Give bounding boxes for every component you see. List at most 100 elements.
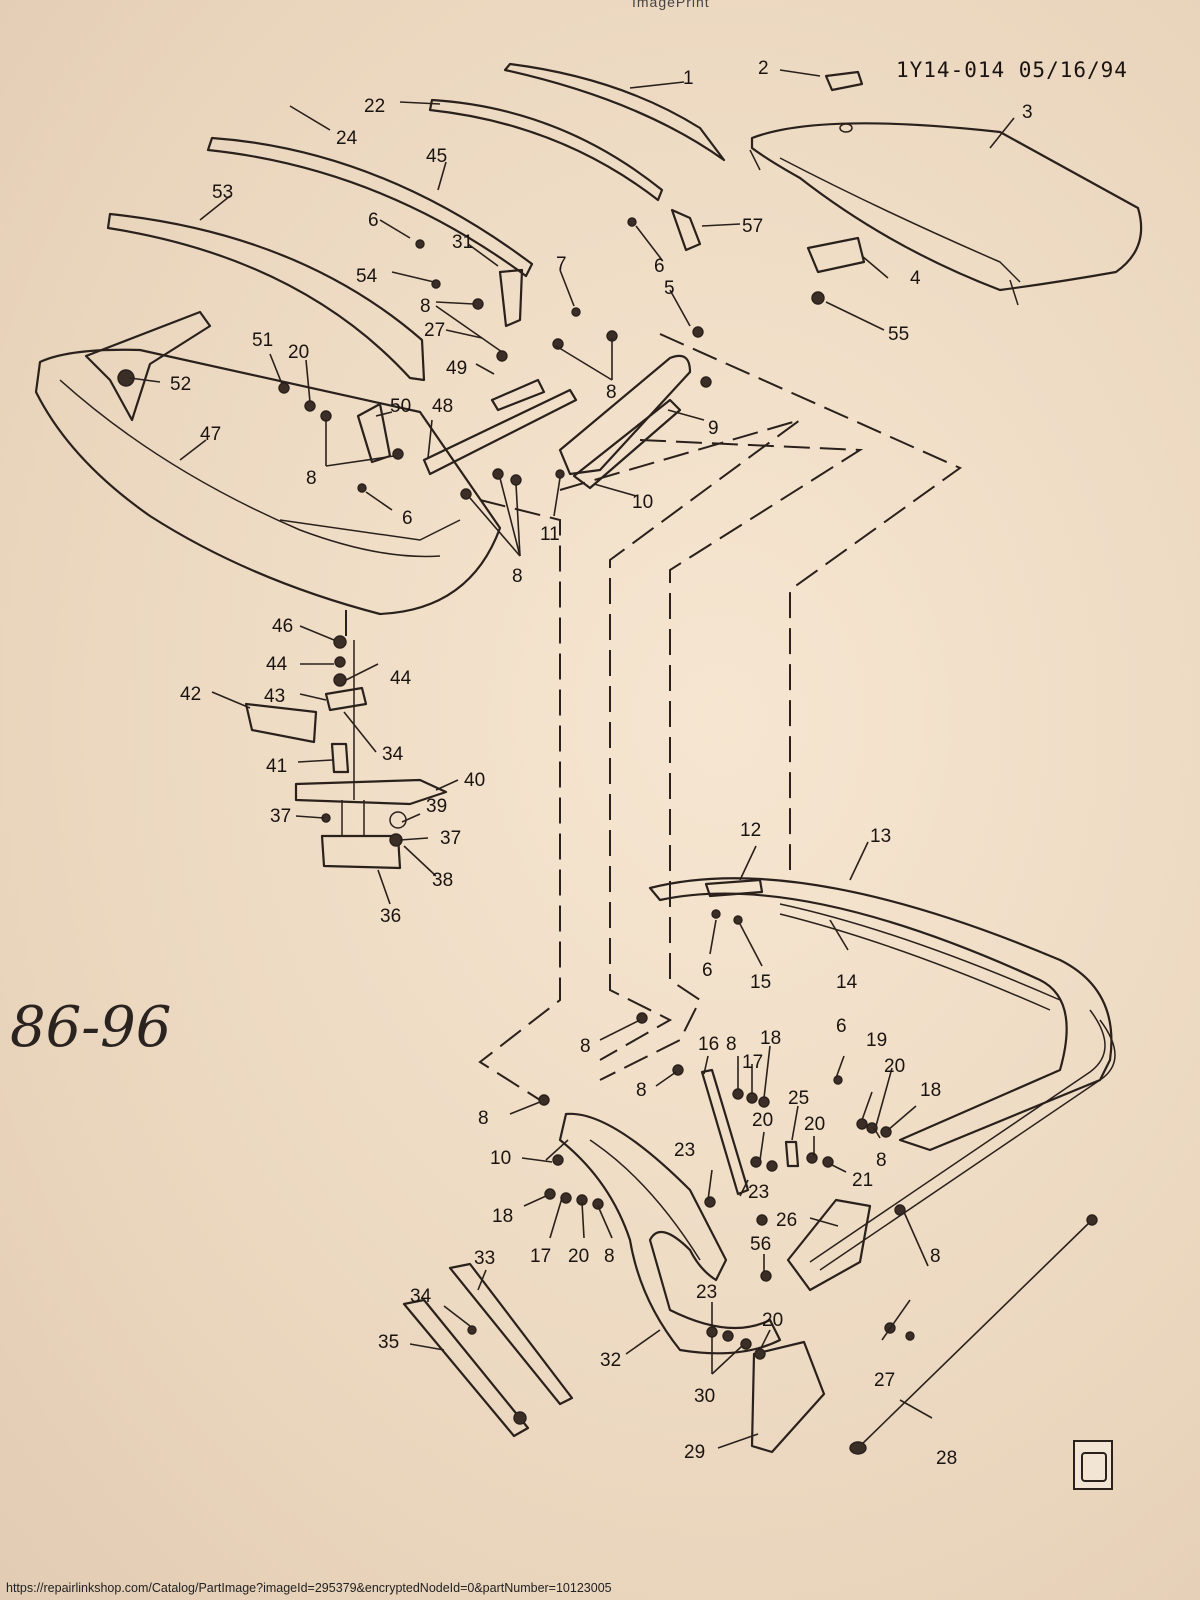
part-46-nut bbox=[333, 635, 347, 649]
callout-8f: 8 bbox=[636, 1080, 647, 1101]
part-35-strip bbox=[402, 1298, 530, 1438]
callout-39: 39 bbox=[426, 796, 447, 817]
callout-8c: 8 bbox=[306, 468, 317, 489]
callout-10: 10 bbox=[632, 492, 653, 513]
callout-37: 37 bbox=[270, 806, 291, 827]
callout-33: 33 bbox=[474, 1248, 495, 1269]
part-14-seal bbox=[779, 903, 1061, 1001]
callout-52: 52 bbox=[170, 374, 191, 395]
callout-8h: 8 bbox=[726, 1034, 737, 1055]
part-4-bracket bbox=[806, 236, 866, 274]
callout-38: 38 bbox=[432, 870, 453, 891]
part-32-rail bbox=[558, 1112, 782, 1355]
callout-7: 7 bbox=[556, 254, 567, 275]
callout-13: 13 bbox=[870, 826, 891, 847]
part-13-bow bbox=[648, 877, 1113, 1152]
part-47-panel bbox=[34, 348, 502, 616]
callout-8b: 8 bbox=[606, 382, 617, 403]
callout-34b: 34 bbox=[410, 1286, 432, 1307]
callout-8j: 8 bbox=[876, 1150, 887, 1171]
leader-lines bbox=[129, 69, 1015, 1449]
callout-56: 56 bbox=[750, 1234, 771, 1255]
footer-url: https://repairlinkshop.com/Catalog/PartI… bbox=[6, 1581, 612, 1595]
callout-55: 55 bbox=[888, 324, 909, 345]
callout-15: 15 bbox=[750, 972, 771, 993]
callout-4: 4 bbox=[910, 268, 921, 289]
part-42-plate bbox=[244, 702, 318, 744]
part-53-rail bbox=[106, 212, 426, 382]
callout-9: 9 bbox=[708, 418, 719, 439]
callout-18b: 18 bbox=[920, 1080, 941, 1101]
callout-18c: 18 bbox=[492, 1206, 513, 1227]
callout-43: 43 bbox=[264, 686, 285, 707]
callout-48: 48 bbox=[432, 396, 453, 417]
callout-2: 2 bbox=[758, 58, 769, 79]
part-31-bracket bbox=[498, 268, 524, 328]
callout-49: 49 bbox=[446, 358, 467, 379]
callout-17b: 17 bbox=[530, 1246, 551, 1267]
callout-45: 45 bbox=[426, 146, 447, 167]
part-29-bracket bbox=[750, 1340, 826, 1454]
handwritten-year-note: 86-96 bbox=[10, 995, 172, 1060]
callout-8d: 8 bbox=[512, 566, 523, 587]
callout-32: 32 bbox=[600, 1350, 621, 1371]
callout-23b: 23 bbox=[748, 1182, 769, 1203]
callout-23: 23 bbox=[674, 1140, 695, 1161]
callout-36: 36 bbox=[380, 906, 401, 927]
callout-6d: 6 bbox=[702, 960, 713, 981]
callout-labels: 1 2 3 4 5 6 6 6 6 6 7 8 8 8 8 8 8 8 8 8 … bbox=[170, 58, 1033, 1469]
callout-44: 44 bbox=[266, 654, 288, 675]
part-43-washer bbox=[324, 686, 368, 712]
callout-6c: 6 bbox=[402, 508, 413, 529]
callout-21: 21 bbox=[852, 1170, 873, 1191]
callout-47: 47 bbox=[200, 424, 221, 445]
part-26-bracket bbox=[786, 1198, 872, 1292]
part-41-stud bbox=[330, 742, 350, 774]
callout-37b: 37 bbox=[440, 828, 461, 849]
diagram-id: 1Y14-014 05/16/94 bbox=[896, 58, 1128, 82]
callout-53: 53 bbox=[212, 182, 233, 203]
callout-1: 1 bbox=[683, 68, 694, 89]
callout-5: 5 bbox=[664, 278, 675, 299]
part-57-pin bbox=[670, 208, 702, 252]
part-25-pin bbox=[784, 1140, 800, 1168]
callout-20d: 20 bbox=[804, 1114, 825, 1135]
callout-27b: 27 bbox=[874, 1370, 895, 1391]
callout-26: 26 bbox=[776, 1210, 797, 1231]
part-1-rail bbox=[503, 62, 726, 162]
callout-6e: 6 bbox=[836, 1016, 847, 1037]
callout-30: 30 bbox=[694, 1386, 715, 1407]
callout-8g: 8 bbox=[478, 1108, 489, 1129]
callout-20e: 20 bbox=[568, 1246, 589, 1267]
callout-8k: 8 bbox=[930, 1246, 941, 1267]
callout-10b: 10 bbox=[490, 1148, 511, 1169]
callout-46: 46 bbox=[272, 616, 293, 637]
callout-20b: 20 bbox=[884, 1056, 905, 1077]
callout-3: 3 bbox=[1022, 102, 1033, 123]
callout-42: 42 bbox=[180, 684, 201, 705]
callout-20f: 20 bbox=[762, 1310, 783, 1331]
callout-29: 29 bbox=[684, 1442, 705, 1463]
callout-6: 6 bbox=[368, 210, 379, 231]
part-28-rod bbox=[857, 1219, 1093, 1449]
callout-8: 8 bbox=[420, 296, 431, 317]
part-52-hinge bbox=[84, 310, 212, 422]
callout-6b: 6 bbox=[654, 256, 665, 277]
callout-50: 50 bbox=[390, 396, 411, 417]
part-48-link bbox=[422, 388, 578, 476]
part-49-pin bbox=[490, 378, 546, 412]
callout-24: 24 bbox=[336, 128, 358, 149]
callout-19: 19 bbox=[866, 1030, 887, 1051]
callout-25: 25 bbox=[788, 1088, 809, 1109]
callout-57: 57 bbox=[742, 216, 763, 237]
callout-16: 16 bbox=[698, 1034, 719, 1055]
part-55-nut bbox=[811, 291, 825, 305]
part-16-link bbox=[700, 1068, 750, 1196]
part-2-cap bbox=[824, 70, 864, 92]
callout-51: 51 bbox=[252, 330, 273, 351]
part-9-hinge bbox=[558, 354, 692, 476]
callout-20c: 20 bbox=[752, 1110, 773, 1131]
callout-28: 28 bbox=[936, 1448, 957, 1469]
